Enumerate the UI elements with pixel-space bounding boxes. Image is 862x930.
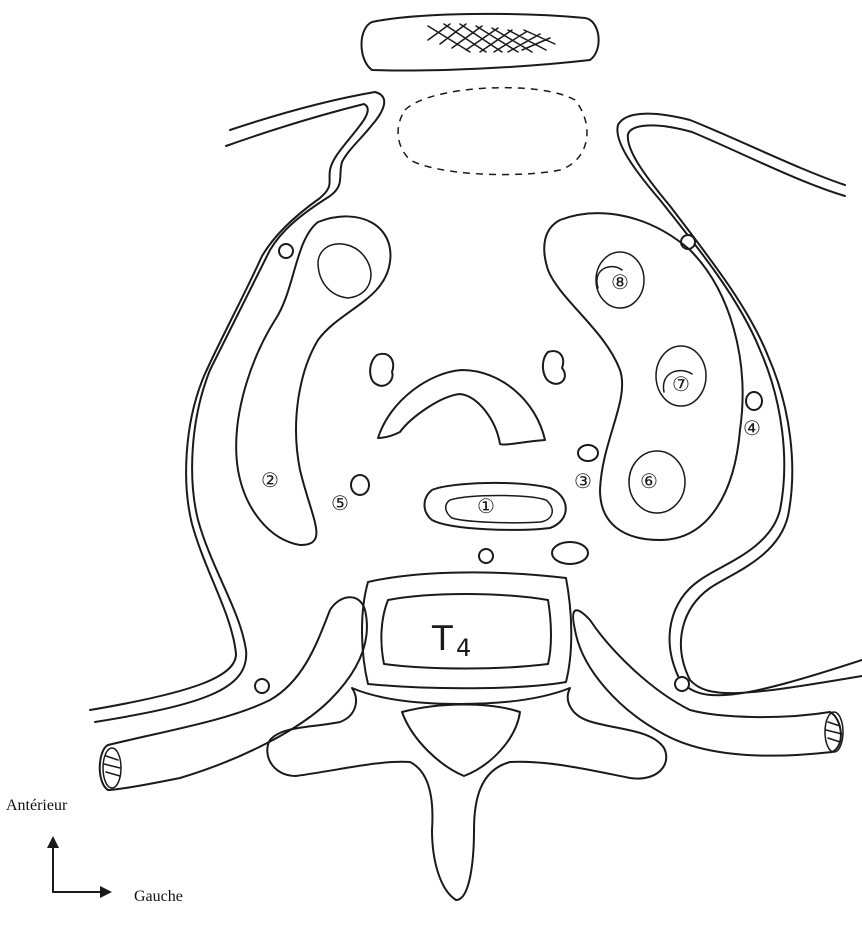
svg-text:①: ①	[477, 494, 495, 518]
marker-2: ②	[261, 468, 279, 492]
trachea	[425, 483, 566, 530]
vessel-left	[370, 354, 393, 386]
vertebra-label: T	[431, 619, 453, 659]
sternum	[362, 14, 599, 71]
svg-text:⑦: ⑦	[672, 372, 690, 396]
vertebra-sub: 4	[456, 634, 471, 662]
aortic-arch	[378, 370, 545, 445]
svg-text:③: ③	[574, 469, 592, 493]
orientation-indicator: Antérieur Gauche	[6, 797, 183, 905]
svg-text:④: ④	[743, 416, 761, 440]
thoracic-duct	[479, 549, 493, 563]
marker-8: ⑧	[611, 270, 629, 294]
rib-left	[108, 597, 367, 790]
marker-3: ③	[574, 469, 592, 493]
left-label: Gauche	[134, 888, 183, 905]
svg-text:⑧: ⑧	[611, 270, 629, 294]
chest-wall-right	[617, 114, 862, 696]
left-lung	[236, 216, 390, 545]
svg-text:②: ②	[261, 468, 279, 492]
anterior-arrow-head	[47, 836, 59, 848]
marker-4: ④	[743, 416, 761, 440]
chest-wall-left	[90, 92, 384, 722]
anterior-label: Antérieur	[6, 797, 68, 814]
svg-text:⑥: ⑥	[640, 469, 658, 493]
vertebral-body	[362, 572, 571, 688]
vessel-right	[543, 351, 565, 384]
rib-right	[573, 610, 832, 755]
marker-5: ⑤	[331, 491, 349, 515]
marker-1: ①	[477, 494, 495, 518]
svg-text:⑤: ⑤	[331, 491, 349, 515]
left-arrow-head	[100, 886, 112, 898]
thymus-outline	[398, 88, 587, 175]
small-vessel-5	[351, 475, 369, 495]
marker-6: ⑥	[640, 469, 658, 493]
vertebral-arch	[267, 688, 666, 900]
marker-7: ⑦	[672, 372, 690, 396]
azygos	[552, 542, 588, 564]
small-vessel-3	[578, 445, 598, 461]
small-vessel-4	[746, 392, 762, 410]
